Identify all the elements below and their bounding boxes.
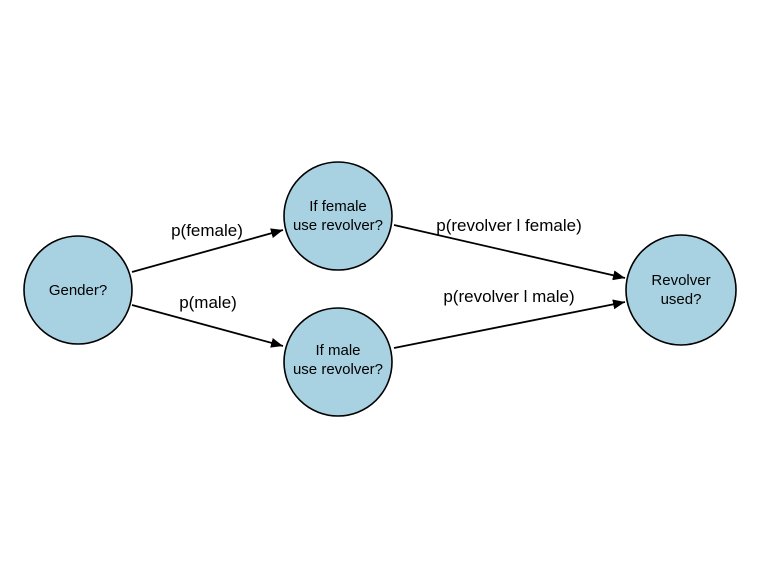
node-if-male-line1: If male — [315, 342, 360, 359]
edge-gender-to-female — [131, 228, 284, 273]
edge-label-p-revolver-male: p(revolver l male) — [443, 287, 574, 306]
node-gender: Gender? — [23, 235, 133, 345]
node-if-male-line2: use revolver? — [293, 361, 383, 378]
node-if-male: If male use revolver? — [283, 307, 393, 417]
edge-label-p-female: p(female) — [171, 221, 243, 240]
node-revolver-used-line2: used? — [661, 291, 702, 308]
edge-label-p-male: p(male) — [179, 293, 237, 312]
node-revolver-used-line1: Revolver — [651, 272, 710, 289]
edge-gender-to-male — [131, 304, 284, 348]
node-if-female-line2: use revolver? — [293, 217, 383, 234]
edge-female-to-revolver — [393, 224, 626, 281]
node-if-female: If female use revolver? — [283, 161, 393, 271]
node-gender-label: Gender? — [49, 282, 107, 299]
node-revolver-used: Revolver used? — [625, 234, 737, 346]
edge-label-p-revolver-female: p(revolver l female) — [436, 216, 582, 235]
node-if-female-line1: If female — [309, 198, 367, 215]
edge-male-to-revolver — [393, 299, 626, 349]
